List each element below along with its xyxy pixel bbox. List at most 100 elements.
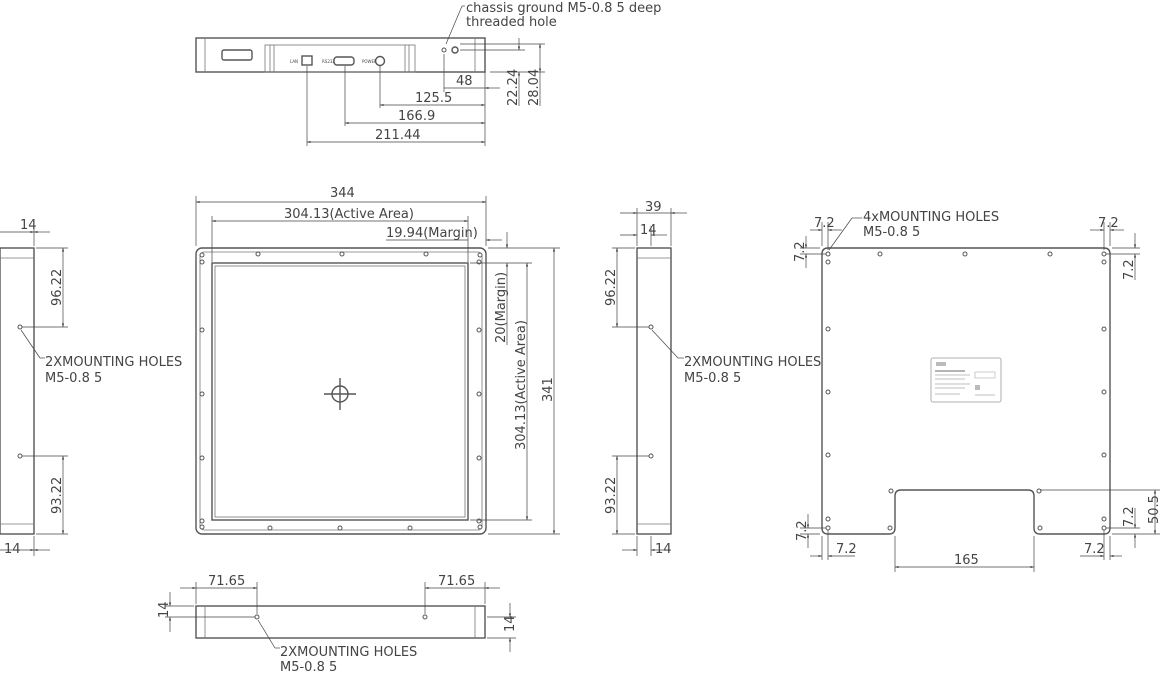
screw-icon <box>199 518 205 524</box>
screw-icon <box>825 516 831 522</box>
dim-back-br-y: 7.2 <box>1122 506 1137 527</box>
dim-344: 344 <box>330 186 355 201</box>
product-label <box>930 357 1002 403</box>
back-mounting-note: 4xMOUNTING HOLES <box>863 210 999 225</box>
screw-icon <box>1101 251 1107 257</box>
left-mounting-note-2: M5-0.8 5 <box>45 371 102 386</box>
screw-icon <box>962 251 968 257</box>
bottom-mounting-note-2: M5-0.8 5 <box>280 660 337 675</box>
dim-back-tr-y: 7.2 <box>1122 259 1137 280</box>
dim-back-tl-x: 7.2 <box>814 216 835 231</box>
screw-icon <box>825 525 831 531</box>
screw-icon <box>825 326 831 332</box>
dim-back-notch-165: 165 <box>954 553 979 568</box>
screw-icon <box>199 391 205 397</box>
screw-icon <box>825 452 831 458</box>
screw-icon <box>877 251 883 257</box>
screw-icon <box>476 391 482 397</box>
screw-icon <box>825 259 831 265</box>
screw-icon <box>1036 488 1042 494</box>
screw-icon <box>267 525 273 531</box>
chassis-ground-hole <box>441 47 447 53</box>
dim-back-br-x: 7.2 <box>1084 542 1105 557</box>
dim-22-24: 22.24 <box>506 69 521 106</box>
dim-margin-width: 19.94(Margin) <box>386 226 478 241</box>
bottom-mounting-note: 2XMOUNTING HOLES <box>280 645 417 660</box>
dim-back-tr-x: 7.2 <box>1098 216 1119 231</box>
dim-back-tl-y: 7.2 <box>793 241 808 262</box>
ground-symbol-icon <box>451 46 459 54</box>
dim-right-96-22: 96.22 <box>604 269 619 306</box>
dim-bottom-h-right-14: 14 <box>503 615 518 632</box>
dim-active-height: 304.13(Active Area) <box>514 320 529 450</box>
screw-icon <box>1101 326 1107 332</box>
chassis-ground-note-2: threaded hole <box>466 15 557 30</box>
screw-icon <box>476 327 482 333</box>
screw-icon <box>407 525 413 531</box>
screw-icon <box>1047 251 1053 257</box>
dim-active-width: 304.13(Active Area) <box>284 207 414 222</box>
lan-label: LAN <box>290 59 298 64</box>
screw-icon <box>199 327 205 333</box>
serial-port <box>333 56 355 66</box>
dim-margin-height: 20(Margin) <box>494 272 509 343</box>
dim-right-39: 39 <box>645 200 662 215</box>
dim-back-notch-50-5: 50.5 <box>1147 495 1160 524</box>
right-side-view: 39 14 96.22 93.22 14 2XMOUNTING HOLES M5… <box>604 200 821 557</box>
screw-icon <box>255 251 261 257</box>
screw-icon <box>887 525 893 531</box>
front-view: 344 304.13(Active Area) 19.94(Margin) 20… <box>195 186 560 535</box>
dim-125-5: 125.5 <box>415 91 452 106</box>
dim-right-top-14: 14 <box>640 223 657 238</box>
dim-right-93-22: 93.22 <box>604 477 619 514</box>
power-label: POWER <box>362 59 377 64</box>
dim-bottom-h-left-14: 14 <box>157 601 172 618</box>
bottom-view: 71.65 71.65 14 14 2XMOUNTING HOLES M5-0.… <box>157 574 518 675</box>
power-connector <box>374 55 386 67</box>
dim-back-bl-y: 7.2 <box>795 520 810 541</box>
screw-icon <box>825 389 831 395</box>
screw-icon <box>199 455 205 461</box>
screw-icon <box>888 488 894 494</box>
back-mounting-note-2: M5-0.8 5 <box>863 225 920 240</box>
screw-icon <box>476 455 482 461</box>
dim-left-top-14: 14 <box>20 218 37 233</box>
top-view: LAN RS232 POWER chassis ground M5-0.8 5 … <box>195 1 661 146</box>
left-mounting-note: 2XMOUNTING HOLES <box>45 355 182 370</box>
right-mounting-note-2: M5-0.8 5 <box>684 371 741 386</box>
screw-icon <box>337 525 343 531</box>
screw-icon <box>199 524 205 530</box>
screw-icon <box>825 251 831 257</box>
screw-icon <box>477 524 483 530</box>
screw-icon <box>477 252 483 258</box>
lan-port <box>301 55 313 66</box>
dim-48: 48 <box>456 74 473 89</box>
screw-icon <box>199 252 205 258</box>
screw-icon <box>1101 525 1107 531</box>
indicator-leds <box>221 49 253 61</box>
chassis-ground-note: chassis ground M5-0.8 5 deep <box>466 1 661 16</box>
dim-back-bl-x: 7.2 <box>836 542 857 557</box>
screw-icon <box>199 259 205 265</box>
screw-icon <box>1101 389 1107 395</box>
dim-left-bottom-14: 14 <box>4 542 21 557</box>
screw-icon <box>1037 525 1043 531</box>
dim-bottom-left-71-65: 71.65 <box>208 574 245 589</box>
dim-341: 341 <box>541 377 556 402</box>
screw-icon <box>339 251 345 257</box>
screw-icon <box>423 251 429 257</box>
left-side-view: 14 96.22 93.22 14 2XMOUNTING HOLES M5-0.… <box>0 218 182 557</box>
screw-icon <box>476 518 482 524</box>
dim-bottom-right-71-65: 71.65 <box>438 574 475 589</box>
dim-right-bottom-14: 14 <box>655 542 672 557</box>
screw-icon <box>476 259 482 265</box>
dim-166-9: 166.9 <box>398 109 435 124</box>
dim-left-93-22: 93.22 <box>50 477 65 514</box>
dim-211-44: 211.44 <box>375 128 421 143</box>
dim-left-96-22: 96.22 <box>50 269 65 306</box>
right-mounting-note: 2XMOUNTING HOLES <box>684 355 821 370</box>
screw-icon <box>1101 452 1107 458</box>
back-view: 7.2 7.2 4xMOUNTING HOLES M5-0.8 5 7.2 7.… <box>793 210 1160 572</box>
serial-label: RS232 <box>322 59 335 64</box>
